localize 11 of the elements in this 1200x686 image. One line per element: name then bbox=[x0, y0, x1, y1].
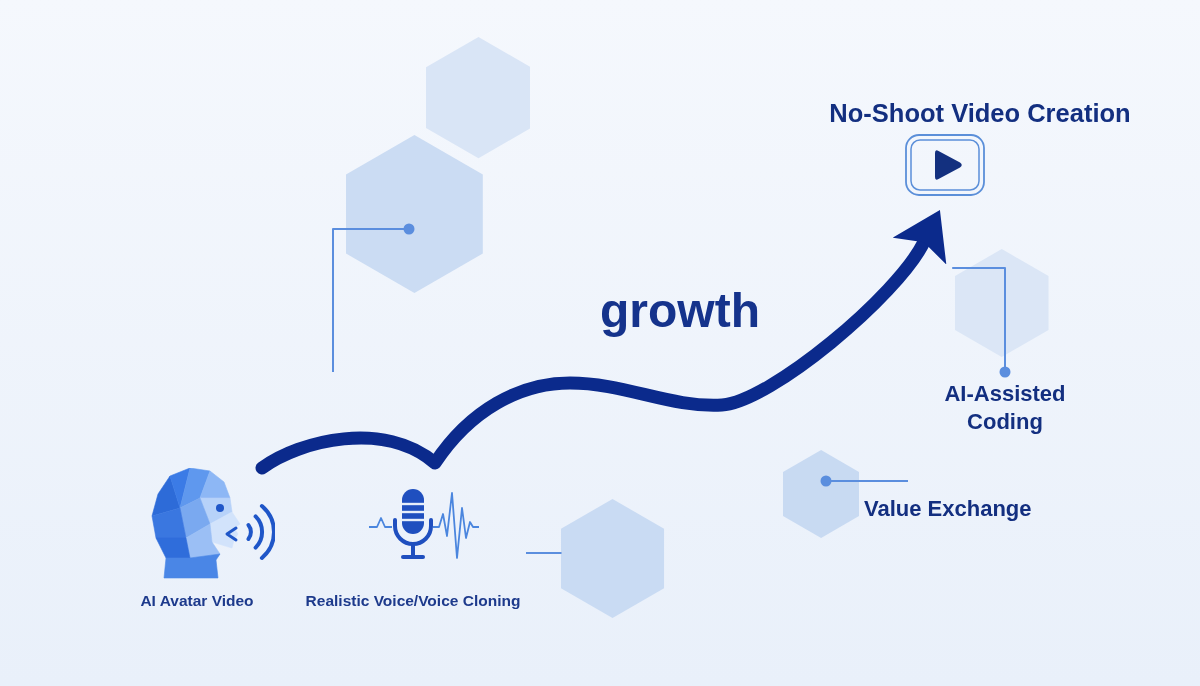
node-label: Realistic Voice/Voice Cloning bbox=[305, 591, 521, 611]
leader-line bbox=[820, 475, 909, 487]
curved-arrow bbox=[255, 211, 945, 475]
node-label: No-Shoot Video Creation bbox=[829, 98, 1131, 128]
annotation-text: growth bbox=[600, 287, 760, 335]
leader-line bbox=[332, 223, 415, 373]
node-label: AI Avatar Video bbox=[140, 591, 254, 611]
leader-line bbox=[525, 552, 563, 554]
node-label: AI-Assisted Coding bbox=[943, 380, 1067, 436]
node-label: Value Exchange bbox=[864, 495, 1032, 523]
leader-line bbox=[951, 267, 1011, 378]
